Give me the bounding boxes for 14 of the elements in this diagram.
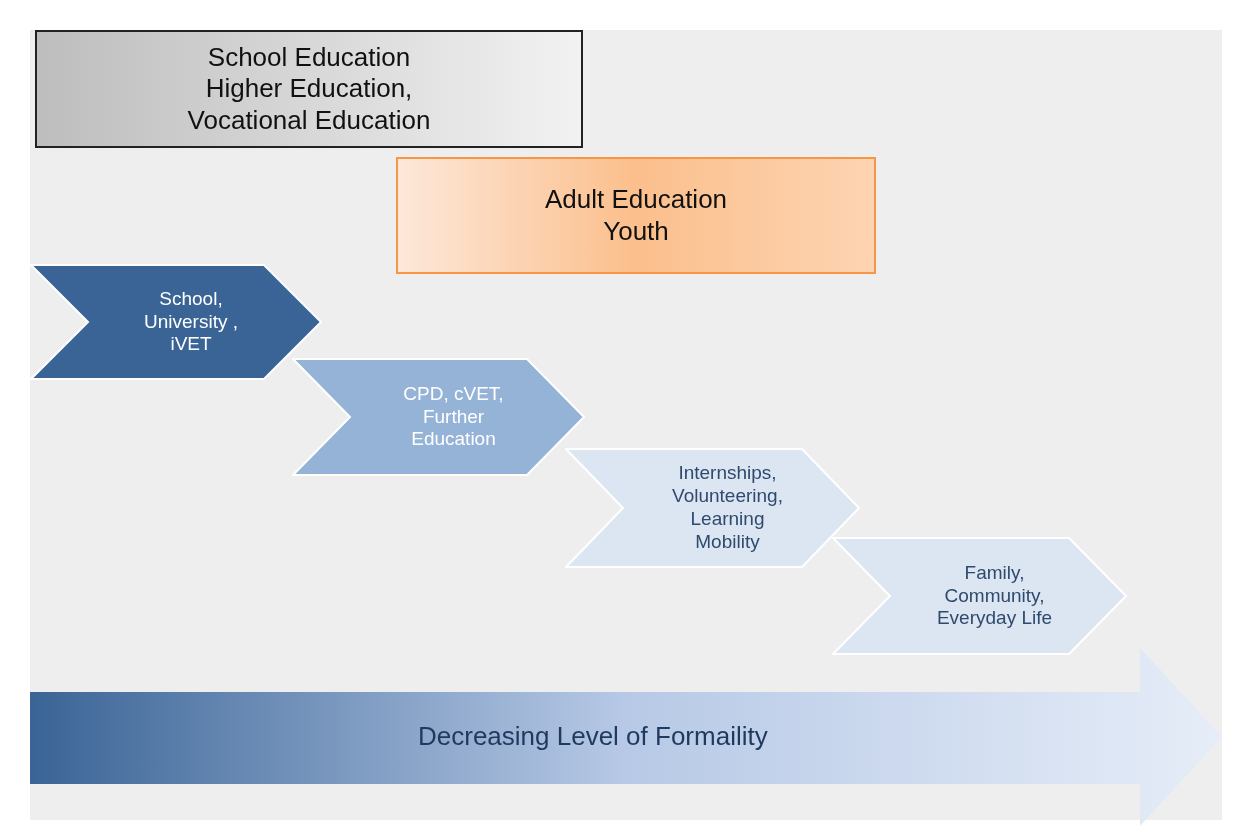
chevron-label: Family, Community, Everyday Life <box>935 561 1054 631</box>
box-label: School Education Higher Education, Vocational Education <box>186 42 432 136</box>
chevron-label: Internships, Volunteering, Learning Mobility <box>671 462 784 554</box>
category-box <box>35 30 583 148</box>
arrow-label: Decreasing Level of Formaility <box>418 721 768 753</box>
category-box <box>396 157 876 274</box>
box-label: Adult Education Youth <box>543 184 729 247</box>
gradient-arrow <box>30 648 1222 826</box>
chevron-shape <box>832 537 1127 655</box>
chevron-shape <box>565 448 860 568</box>
chevron-shape <box>292 358 585 476</box>
chevron-label: School, University , iVET <box>143 287 239 357</box>
chevron-label: CPD, cVET, Further Education <box>402 382 505 452</box>
chevron-shape <box>30 264 322 380</box>
